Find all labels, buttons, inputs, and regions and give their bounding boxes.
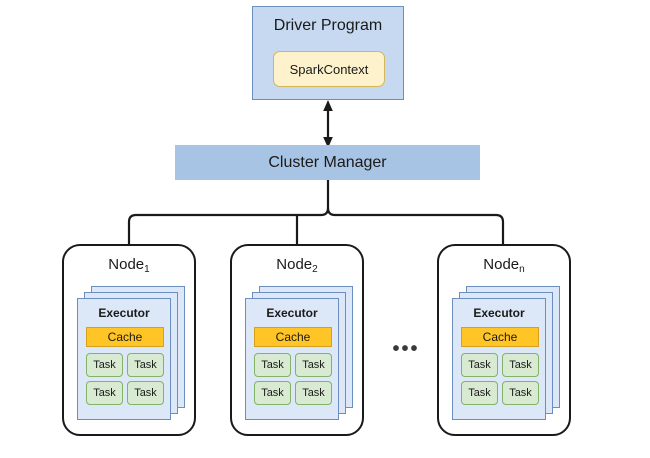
task-box: Task <box>86 381 123 405</box>
cluster-manager-bar: Cluster Manager <box>175 145 480 180</box>
node-subscript-3: n <box>519 264 525 275</box>
task-box: Task <box>86 353 123 377</box>
node-box-3: Noden Executor Cache Task Task Task Task <box>437 244 571 436</box>
task-box: Task <box>254 353 291 377</box>
executor-stack-2: Executor Cache Task Task Task Task <box>245 286 353 422</box>
node-name-3: Node <box>483 256 520 273</box>
node-box-1: Node1 Executor Cache Task Task Task Task <box>62 244 196 436</box>
node-subscript-1: 1 <box>144 264 150 275</box>
cache-box-3: Cache <box>461 327 539 347</box>
task-grid-3: Task Task Task Task <box>461 353 539 413</box>
task-grid-2: Task Task Task Task <box>254 353 332 413</box>
task-box: Task <box>127 353 164 377</box>
executor-title-2: Executor <box>266 306 318 320</box>
cluster-branch-stem-right <box>326 178 337 217</box>
task-grid-1: Task Task Task Task <box>86 353 164 413</box>
node-ellipsis: ••• <box>392 338 420 360</box>
spark-context-box: SparkContext <box>273 51 385 87</box>
task-box: Task <box>127 381 164 405</box>
cache-box-1: Cache <box>86 327 164 347</box>
driver-cluster-arrow-head-up <box>323 100 333 111</box>
executor-card-front-2: Executor Cache Task Task Task Task <box>245 298 339 420</box>
task-box: Task <box>295 353 332 377</box>
executor-card-front-3: Executor Cache Task Task Task Task <box>452 298 546 420</box>
executor-title-3: Executor <box>473 306 525 320</box>
executor-stack-3: Executor Cache Task Task Task Task <box>452 286 560 422</box>
node-subscript-2: 2 <box>312 264 318 275</box>
executor-card-front-1: Executor Cache Task Task Task Task <box>77 298 171 420</box>
task-box: Task <box>254 381 291 405</box>
executor-stack-1: Executor Cache Task Task Task Task <box>77 286 185 422</box>
node-name-2: Node <box>276 256 313 273</box>
driver-program-title: Driver Program <box>273 17 383 34</box>
driver-program-box: Driver Program SparkContext <box>252 6 404 100</box>
task-box: Task <box>502 381 539 405</box>
node-label-3: Noden <box>439 256 569 275</box>
node-name-1: Node <box>108 256 145 273</box>
node-box-2: Node2 Executor Cache Task Task Task Task <box>230 244 364 436</box>
branch-drop-node-3 <box>494 213 505 246</box>
node-label-2: Node2 <box>232 256 362 275</box>
executor-title-1: Executor <box>98 306 150 320</box>
cache-box-2: Cache <box>254 327 332 347</box>
task-box: Task <box>461 353 498 377</box>
task-box: Task <box>295 381 332 405</box>
task-box: Task <box>461 381 498 405</box>
task-box: Task <box>502 353 539 377</box>
node-label-1: Node1 <box>64 256 194 275</box>
cluster-branch-stem-left <box>319 206 330 217</box>
branch-drop-node-1 <box>127 213 138 246</box>
